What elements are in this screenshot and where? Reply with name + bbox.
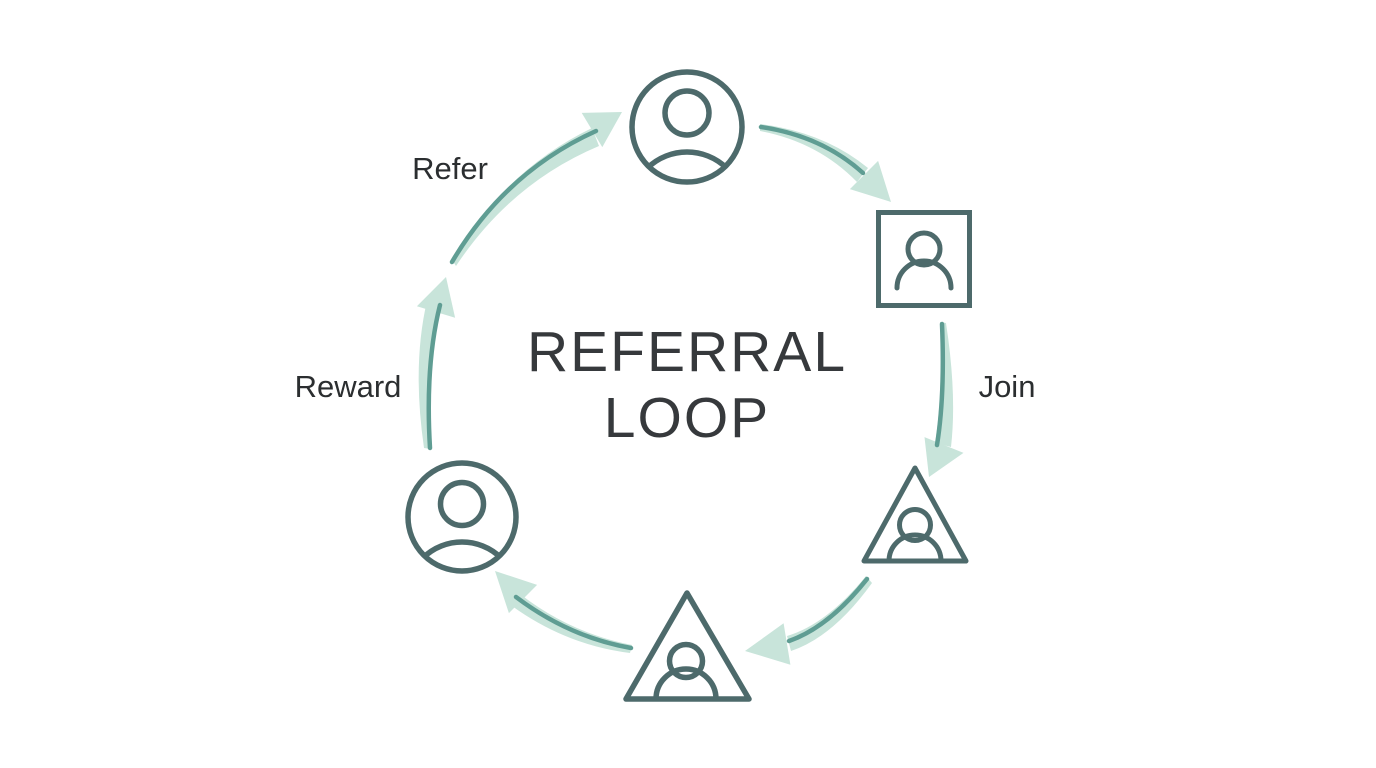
arrow-refer-accent-line [449,128,599,265]
user-circle-left-node [405,460,519,574]
diagram-title-line2: LOOP [604,386,770,450]
arrow-right-to-bottom [745,576,872,665]
diagram-title-line1: REFERRAL [527,320,847,384]
arrow-bottom-to-left-accent-line [513,594,634,651]
person-in-triangle-icon [623,590,752,702]
person-head-icon [905,230,943,268]
person-head-icon [666,641,706,681]
arrow-top-to-square-head [849,160,891,202]
person-in-triangle-icon [861,465,969,564]
reward-label: Reward [295,369,402,404]
person-head-icon [897,507,933,543]
person-shoulders-icon [410,539,514,569]
arrow-join [924,321,964,477]
person-shoulders-icon [653,666,719,700]
user-circle-top-node [629,69,745,185]
arrow-reward-accent-line [426,302,443,451]
arrow-refer [449,112,622,266]
person-in-square-icon [876,210,972,308]
arrow-bottom-to-left [495,571,634,653]
arrow-reward [416,277,456,451]
person-head-icon [437,479,487,529]
user-triangle-bottom-node [623,590,752,702]
arrow-refer-head [581,112,622,148]
person-shoulders-icon [894,258,954,291]
person-in-circle-icon [629,69,745,185]
arrow-right-to-bottom-head [745,623,791,665]
arrow-top-to-square [758,124,891,202]
person-head-icon [662,88,712,138]
user-square-right-node [876,210,972,308]
arrow-top-to-square-accent-line [758,124,866,176]
arrow-join-accent-line [934,321,946,448]
user-triangle-right-node [861,465,969,564]
person-in-circle-icon [405,460,519,574]
refer-label: Refer [412,151,488,186]
arrow-right-to-bottom-accent-line [786,576,870,644]
person-shoulders-icon [634,149,740,180]
arrow-join-head [924,437,964,477]
join-label: Join [979,369,1036,404]
arrow-refer-band [452,128,599,266]
arrow-bottom-to-left-head [495,571,538,614]
arrow-bottom-to-left-band [512,594,632,653]
arrow-reward-head [416,277,456,318]
person-shoulders-icon [886,532,944,562]
